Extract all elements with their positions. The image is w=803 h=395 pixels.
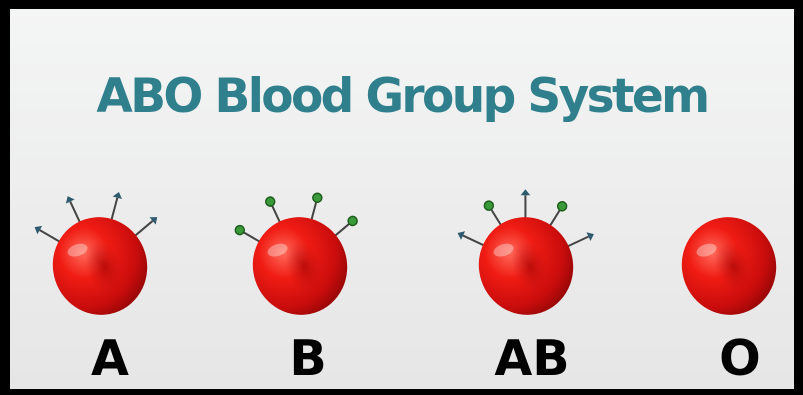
antigen-a-marker [586,230,595,241]
red-blood-cell-ab [451,173,612,329]
red-blood-cell-o [669,205,789,327]
antigen-b-marker [483,200,494,211]
antigen-b-marker [234,224,245,235]
cell-label-o: O [680,331,800,387]
cell-label-ab: AB [472,331,592,387]
antigen-b-marker [312,192,323,203]
antigen-a-marker [64,194,75,203]
antigen-b-marker [556,201,567,212]
antigen-b-marker [265,196,276,207]
red-blood-cell-a [29,172,182,328]
antigen-a-marker [150,215,160,226]
cell-label-b: B [248,331,368,387]
cell-label-a: A [50,331,170,387]
antigen-a-marker [458,231,468,241]
red-blood-cell-b [229,174,381,329]
